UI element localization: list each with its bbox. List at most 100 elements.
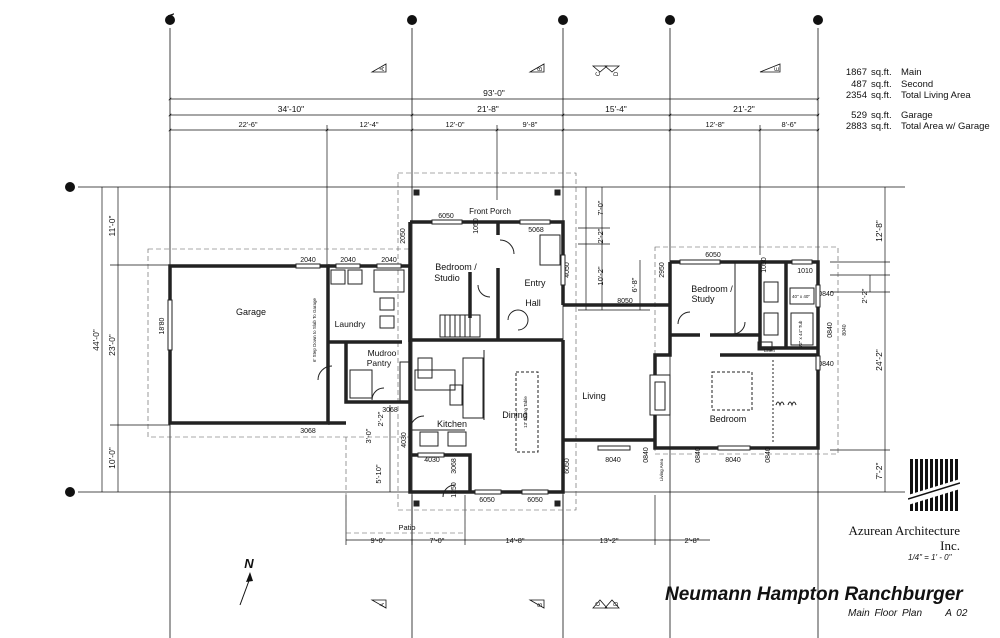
dim-center-2: 2'-2" <box>596 228 605 243</box>
dim-bottom-1: 9'-0" <box>371 536 386 545</box>
area-row-total-garage: 2883 sq.ft. Total Area w/ Garage <box>843 121 990 133</box>
section-mark-bottom-b: B <box>528 599 545 609</box>
dashed-outlines <box>147 172 839 534</box>
label-entry-side: 4050 <box>564 262 571 278</box>
label-porch-door-b: 5068 <box>528 227 544 234</box>
section-mark-top-a: A <box>370 63 387 73</box>
room-dining: Dining <box>502 410 528 420</box>
label-garage-window-2: 2040 <box>340 257 356 264</box>
label-bath-window: 1010 <box>797 268 813 275</box>
dim-left-2: 23'-0" <box>107 334 117 356</box>
dim-mud-3: 5'-10" <box>374 464 383 483</box>
label-garage-side-door: 3068 <box>300 428 316 435</box>
dim-right-1: 12'-8" <box>874 220 884 242</box>
note-dining-table: 13' Dining Table <box>523 396 528 428</box>
room-bedroom-study-2: Study <box>691 294 715 304</box>
dim-left-1: 11'-0" <box>107 215 117 236</box>
dim-lower-2: 12'-4" <box>359 120 378 129</box>
label-patio-side: 1250 <box>451 482 458 498</box>
room-hall: Hall <box>525 298 541 308</box>
label-living-window-3: 0840 <box>643 447 650 463</box>
svg-text:B: B <box>538 67 544 71</box>
interior-details <box>317 189 815 507</box>
area-value: 2883 <box>845 121 867 132</box>
label-kitchen-side: 4030 <box>401 432 408 448</box>
dim-center-3: 10'-2" <box>596 266 605 285</box>
grid-bubble-b: B <box>407 15 417 25</box>
area-schedule: 1867 sq.ft. Main 487 sq.ft. Second 2354 … <box>843 67 990 133</box>
svg-text:D: D <box>614 601 620 606</box>
dim-bottom-5: 2'-8" <box>685 536 700 545</box>
label-garage-door: 18'80 <box>159 317 166 334</box>
area-label: Second <box>901 78 934 90</box>
section-mark-top-c: C <box>591 65 609 76</box>
svg-text:A: A <box>380 603 386 607</box>
room-bedroom-studio-1: Bedroom / <box>435 262 477 272</box>
firm-logo <box>908 459 960 511</box>
svg-text:C: C <box>596 601 602 606</box>
section-mark-bottom-a: A <box>370 599 387 609</box>
plan-notes: 6' Step Down to Slab To Garage Linen 72"… <box>312 294 810 481</box>
grid-bubble-a: A <box>165 13 176 25</box>
dim-right-2: 2'-2" <box>860 288 869 303</box>
room-bedroom-studio-2: Studio <box>434 273 460 283</box>
section-markers: A B C D E A B C D <box>370 63 781 609</box>
dim-overall: 93'-0" <box>483 88 505 98</box>
dim-lower-1: 22'-6" <box>238 120 257 129</box>
label-study-window: 6050 <box>705 252 721 259</box>
area-unit: sq.ft. <box>871 109 892 121</box>
grid-bubble-d: D <box>665 15 675 25</box>
grid-bubbles: A B C D E 1 2 <box>65 13 823 497</box>
room-laundry: Laundry <box>335 319 366 329</box>
room-mudroom: Mudroo <box>368 348 397 358</box>
svg-text:A: A <box>167 13 176 19</box>
section-mark-bottom-c: C <box>592 599 608 609</box>
label-dining-window-2: 6050 <box>527 497 543 504</box>
area-unit: sq.ft. <box>871 90 892 101</box>
opening-labels: 6050 1050 5068 2050 2040 2040 2040 18'80… <box>159 213 848 504</box>
dim-upper-3: 15'-4" <box>605 104 627 114</box>
svg-text:B: B <box>538 603 544 607</box>
grid-bubble-c: C <box>558 15 568 25</box>
label-bedroom-window-2: 8040 <box>725 457 741 464</box>
dim-left-3: 10'-0" <box>107 447 117 469</box>
north-arrow: N <box>239 556 254 606</box>
dim-bottom-2: 7'-0" <box>430 536 445 545</box>
label-kitchen-door: 3068 <box>451 458 458 474</box>
area-label: Total Area w/ Garage <box>901 121 990 132</box>
room-bedroom: Bedroom <box>710 414 747 424</box>
north-label: N <box>244 556 254 571</box>
sheet-number: A 02 <box>945 608 968 619</box>
label-studio-side: 2050 <box>400 228 407 244</box>
label-garage-window-3: 2040 <box>381 257 397 264</box>
firm-name-line-1: Azurean Architecture <box>848 523 960 538</box>
dim-bottom-3: 14'-8" <box>505 536 524 545</box>
svg-text:D: D <box>668 17 675 22</box>
room-entry: Entry <box>524 278 546 288</box>
dim-left-overall: 44'-0" <box>91 329 101 351</box>
dim-lower-3: 12'-0" <box>445 120 464 129</box>
room-patio: Patio <box>398 523 415 532</box>
room-bedroom-study-1: Bedroom / <box>691 284 733 294</box>
area-value: 529 <box>851 109 867 121</box>
section-mark-top-d: D <box>603 65 621 76</box>
section-mark-top-e: E <box>759 63 781 73</box>
dim-upper-1: 34'-10" <box>278 104 304 114</box>
svg-text:A: A <box>380 67 386 71</box>
label-bath-d: 8040 <box>842 324 848 335</box>
area-row-main: 1867 sq.ft. Main <box>843 67 990 79</box>
note-living-area: Living Area <box>659 458 664 481</box>
section-mark-bottom-d: D <box>604 599 620 609</box>
section-mark-top-b: B <box>528 63 545 73</box>
label-dining-window-1: 6050 <box>479 497 495 504</box>
grid-bubble-2: 2 <box>65 487 75 497</box>
label-mud-door: 3068 <box>382 407 398 414</box>
drawing-scale: 1/4" = 1' - 0" <box>908 553 952 562</box>
area-label: Garage <box>901 109 933 121</box>
area-row-total-living: 2354 sq.ft. Total Living Area <box>843 90 990 102</box>
note-garage-step: 6' Step Down to Slab To Garage <box>312 297 317 362</box>
label-living-window-2: 8040 <box>605 457 621 464</box>
room-pantry: Pantry <box>367 358 392 368</box>
svg-text:B: B <box>410 17 417 22</box>
room-living: Living <box>582 391 606 401</box>
